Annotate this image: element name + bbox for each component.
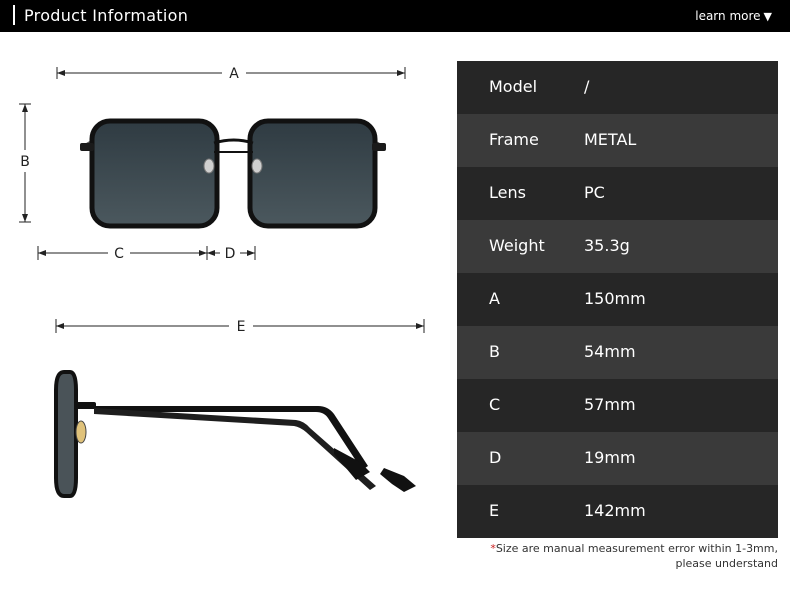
spec-label: B [489,342,500,361]
spec-row-c: C 57mm [457,379,778,432]
spec-label: Lens [489,183,526,202]
dimension-e-label: E [237,319,246,335]
spec-value: PC [584,183,605,202]
dimension-e: E [55,319,425,335]
footnote-star: * [490,542,496,555]
spec-table: Model / Frame METAL Lens PC Weight 35.3g… [457,61,778,538]
spec-value: 54mm [584,342,636,361]
footnote-line-2: please understand [675,557,779,570]
spec-label: E [489,501,500,520]
spec-row-e: E 142mm [457,485,778,538]
dimension-d-label: D [225,246,236,262]
spec-label: C [489,395,501,414]
spec-row-model: Model / [457,61,778,114]
header-bar: Product Information learn more▼ [0,0,790,32]
spec-value: 142mm [584,501,646,520]
glasses-side-view [54,370,416,498]
spec-row-weight: Weight 35.3g [457,220,778,273]
measurement-footnote: *Size are manual measurement error withi… [478,541,778,571]
spec-label: Weight [489,236,545,255]
spec-value: 19mm [584,448,636,467]
dimension-c-label: C [114,246,124,262]
spec-label: A [489,289,500,308]
spec-value: 57mm [584,395,636,414]
dimension-b-label: B [20,154,30,170]
dimension-c: C [37,246,208,262]
spec-label: Frame [489,130,539,149]
spec-value: 35.3g [584,236,630,255]
spec-label: D [489,448,502,467]
learn-more-label: learn more [695,9,761,23]
spec-value: / [584,77,590,96]
spec-row-a: A 150mm [457,273,778,326]
spec-row-lens: Lens PC [457,167,778,220]
page-title: Product Information [24,6,189,25]
dimension-a: A [56,66,406,82]
glasses-front-view [80,118,386,229]
footnote-line-1: Size are manual measurement error within… [495,542,778,555]
spec-label: Model [489,77,538,96]
triangle-down-icon: ▼ [763,10,772,23]
spec-row-d: D 19mm [457,432,778,485]
dimension-d: D [207,246,256,262]
title-accent-bar [13,5,15,25]
spec-row-b: B 54mm [457,326,778,379]
learn-more-link[interactable]: learn more▼ [695,9,772,23]
spec-row-frame: Frame METAL [457,114,778,167]
dimension-a-label: A [229,66,239,82]
spec-value: 150mm [584,289,646,308]
spec-value: METAL [584,130,637,149]
dimension-b: B [19,103,31,223]
